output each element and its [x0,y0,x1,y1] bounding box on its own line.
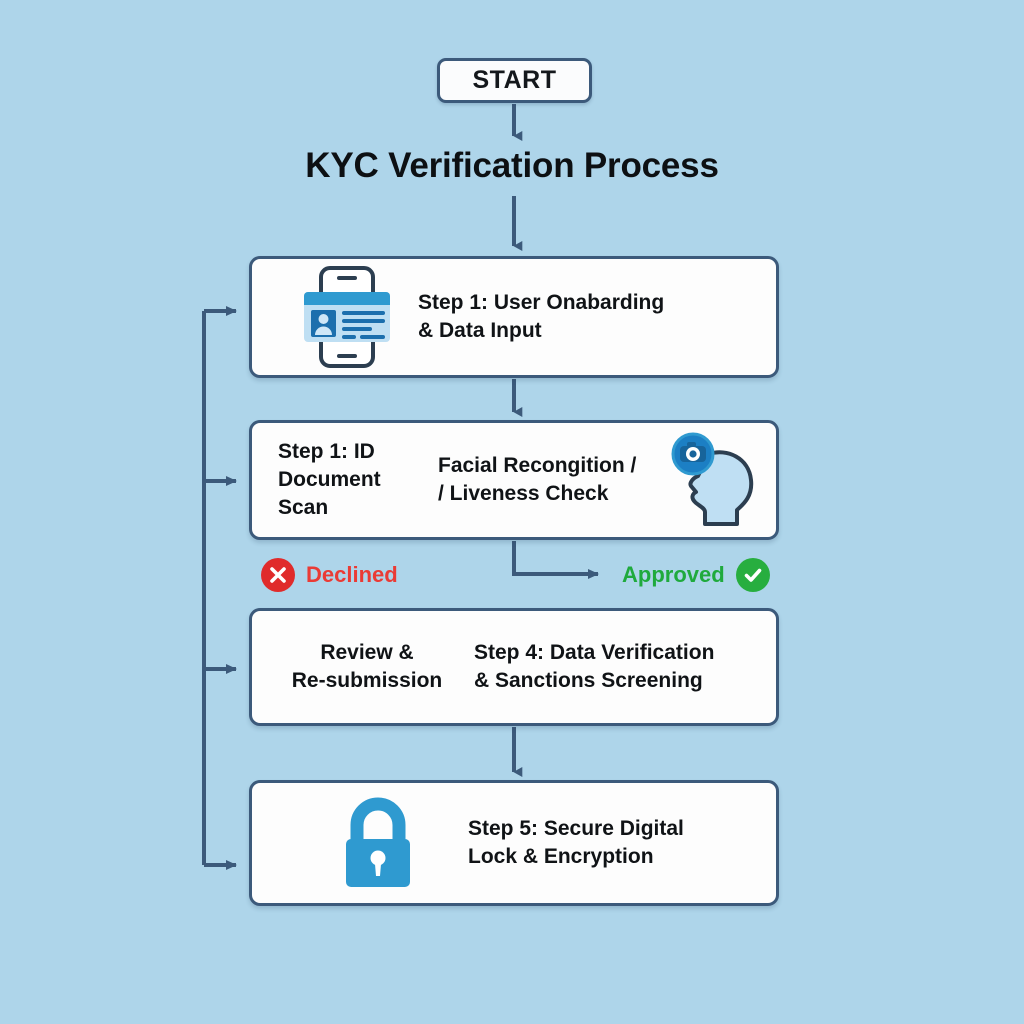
step-5-label: Step 5: Secure Digital Lock & Encryption [468,817,684,868]
step-2-node[interactable]: Step 1: ID Document Scan Facial Recongit… [249,420,779,540]
x-circle-icon [261,558,295,592]
step-4-left-label: Review & Re-submission [291,641,443,692]
check-circle-icon [735,558,770,592]
start-node[interactable]: START [437,58,592,103]
declined-label: Declined [306,562,398,587]
page-title: KYC Verification Process [305,146,719,185]
step-1-label: Step 1: User Onabarding & Data Input [418,291,665,342]
decision-approved: Approved [622,558,770,592]
step-2-mid-label: Facial Recongition / / Liveness Check [438,454,637,505]
approved-label: Approved [622,562,725,587]
step-5-node[interactable]: Step 5: Secure Digital Lock & Encryption [249,780,779,906]
decision-declined: Declined [261,558,398,592]
face-scan-icon [660,432,770,528]
id-card-phone-icon [282,265,412,369]
padlock-icon [308,797,448,889]
step-4-node[interactable]: Review & Re-submission Step 4: Data Veri… [249,608,779,726]
connector-step2-to-approved [512,541,599,579]
step-2-left-label: Step 1: ID Document Scan [278,440,381,519]
start-label: START [472,66,557,94]
step-1-node[interactable]: Step 1: User Onabarding & Data Input [249,256,779,378]
step-4-mid-label: Step 4: Data Verification & Sanctions Sc… [474,641,715,692]
